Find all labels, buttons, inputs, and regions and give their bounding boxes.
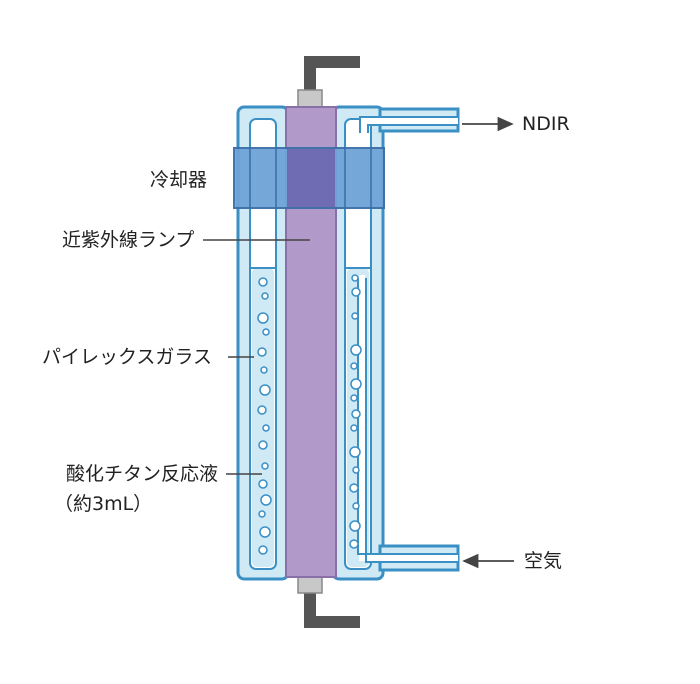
cooler-label: 冷却器 [150,169,208,191]
bubble-icon [259,526,271,538]
inlet-tube-edges [357,278,458,563]
bubble-icon [351,274,359,282]
bubble-icon [258,440,268,450]
bubble-icon [258,277,268,287]
uv-lamp-label: 近紫外線ランプ [62,229,195,251]
air-label: 空気 [524,550,563,572]
outlet-pipe-inner [361,118,458,135]
reaction-liquid-label: 酸化チタン反応液 [66,463,219,485]
bubble-icon [261,462,269,470]
bubble-icon [257,405,267,415]
bubble-icon [350,378,362,390]
bubble-icon [258,479,268,489]
inlet-tube [359,275,458,561]
bubble-icon [349,483,359,493]
bubble-icon [258,510,266,518]
bubble-icon [351,312,359,320]
bubble-icon [261,292,269,300]
bubble-icon [262,424,270,432]
bubble-icon [349,446,361,458]
bottom-cable [304,590,360,628]
bubble-icon [350,394,358,402]
bubble-icon [349,520,361,532]
left-reaction-liquid [252,268,274,567]
bubble-icon [349,539,359,549]
bubble-icon [259,384,271,396]
bubble-icon [258,545,268,555]
bubble-icon [352,502,360,510]
right-bubbles [349,274,362,549]
reaction-liquid-volume-label: （約3mL） [54,493,153,515]
bubble-icon [352,466,360,474]
outlet-pipe-inner-edge [359,116,458,133]
bubble-icon [257,347,267,357]
bubble-icon [350,424,358,432]
bubble-icon [260,494,272,506]
bubble-icon [260,366,268,374]
bubble-icon [350,344,362,356]
left-bubbles [257,277,272,555]
bubble-icon [350,362,358,370]
ndir-label: NDIR [522,113,570,135]
bubble-icon [351,409,361,419]
bubble-icon [257,312,269,324]
bubble-icon [262,328,270,336]
top-cable [304,56,360,92]
pyrex-glass-label: パイレックスガラス [42,346,213,368]
cooler-band-lamp-overlap [287,149,335,207]
bubble-icon [351,287,361,297]
